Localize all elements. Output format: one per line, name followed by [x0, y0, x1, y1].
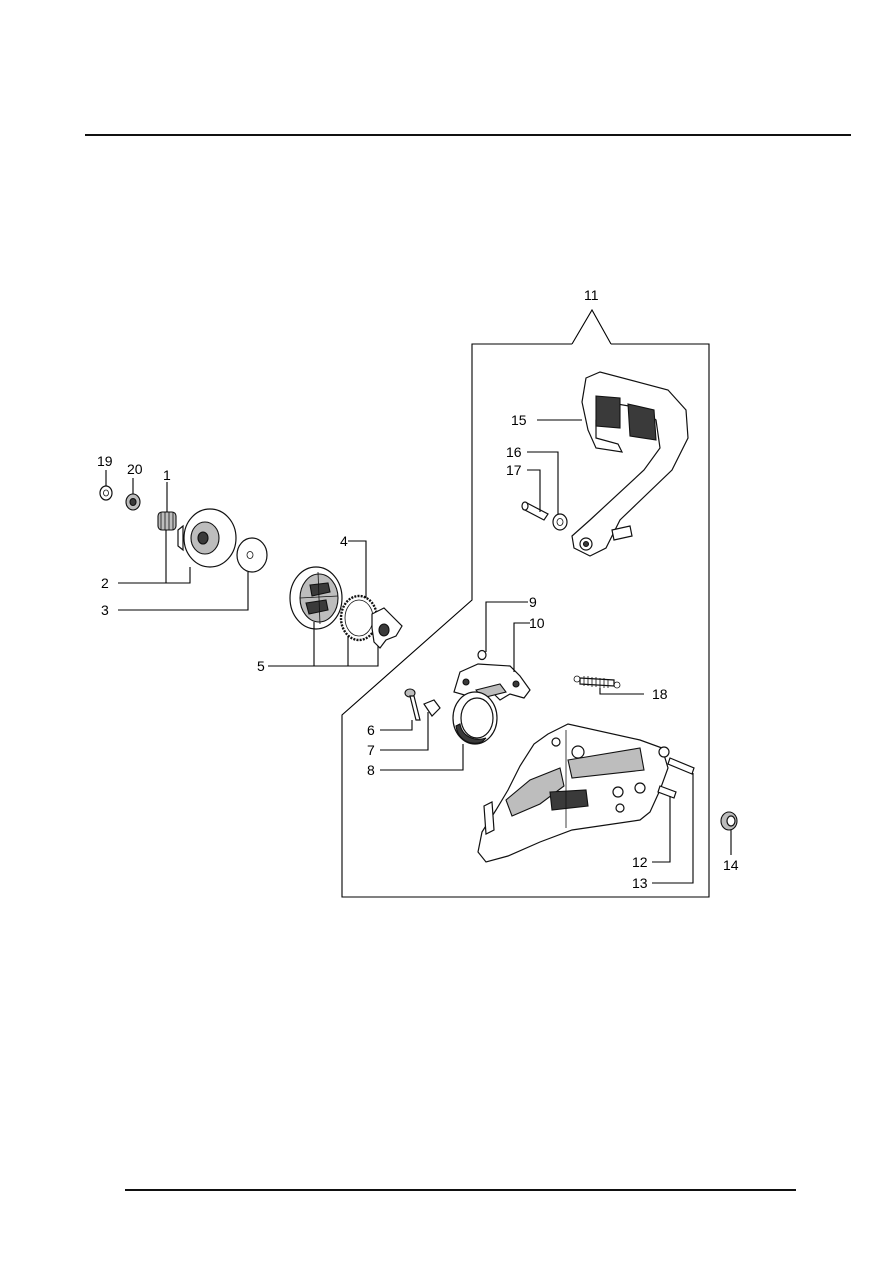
part-14-nut	[720, 811, 738, 831]
part-17-pin	[521, 501, 549, 521]
callout-8: 8	[367, 762, 375, 778]
leader-lines	[105, 419, 732, 884]
part-16-spring	[552, 513, 568, 531]
callout-16: 16	[506, 444, 522, 460]
assembly-11-bracket	[571, 308, 612, 345]
part-19-washer	[99, 485, 113, 501]
assembly-11-frame	[341, 343, 710, 898]
callout-7: 7	[367, 742, 375, 758]
callout-11: 11	[584, 287, 599, 303]
part-9-clip	[477, 649, 487, 661]
part-2-clutch-drum	[177, 508, 237, 568]
part-1-needle-bearing	[157, 511, 177, 531]
callout-4: 4	[340, 533, 348, 549]
callout-17: 17	[506, 462, 522, 478]
callout-10: 10	[529, 615, 545, 631]
part-3-washer	[236, 537, 268, 573]
callout-3: 3	[101, 602, 109, 618]
part-8-brake-band	[452, 691, 498, 745]
top-rule	[85, 134, 851, 136]
part-5-clutch-shoes	[289, 566, 343, 630]
part-18-spring	[573, 675, 621, 689]
part-7-plate	[423, 699, 441, 717]
callout-20: 20	[127, 461, 143, 477]
callout-15: 15	[511, 412, 527, 428]
bottom-rule	[125, 1189, 796, 1191]
part-12-stud	[657, 785, 677, 799]
callout-2: 2	[101, 575, 109, 591]
clutch-cover	[477, 723, 670, 863]
callout-1: 1	[163, 467, 171, 483]
callout-5: 5	[257, 658, 265, 674]
callout-12: 12	[632, 854, 648, 870]
part-20-nut	[125, 493, 141, 511]
callout-9: 9	[529, 594, 537, 610]
callout-19: 19	[97, 453, 113, 469]
callout-18: 18	[652, 686, 668, 702]
part-15-hand-guard	[571, 371, 689, 557]
callout-6: 6	[367, 722, 375, 738]
callout-14: 14	[723, 857, 739, 873]
part-5-clutch-hub	[371, 607, 403, 649]
part-6-screw	[404, 688, 421, 721]
callout-13: 13	[632, 875, 648, 891]
part-13-stud	[667, 757, 695, 775]
